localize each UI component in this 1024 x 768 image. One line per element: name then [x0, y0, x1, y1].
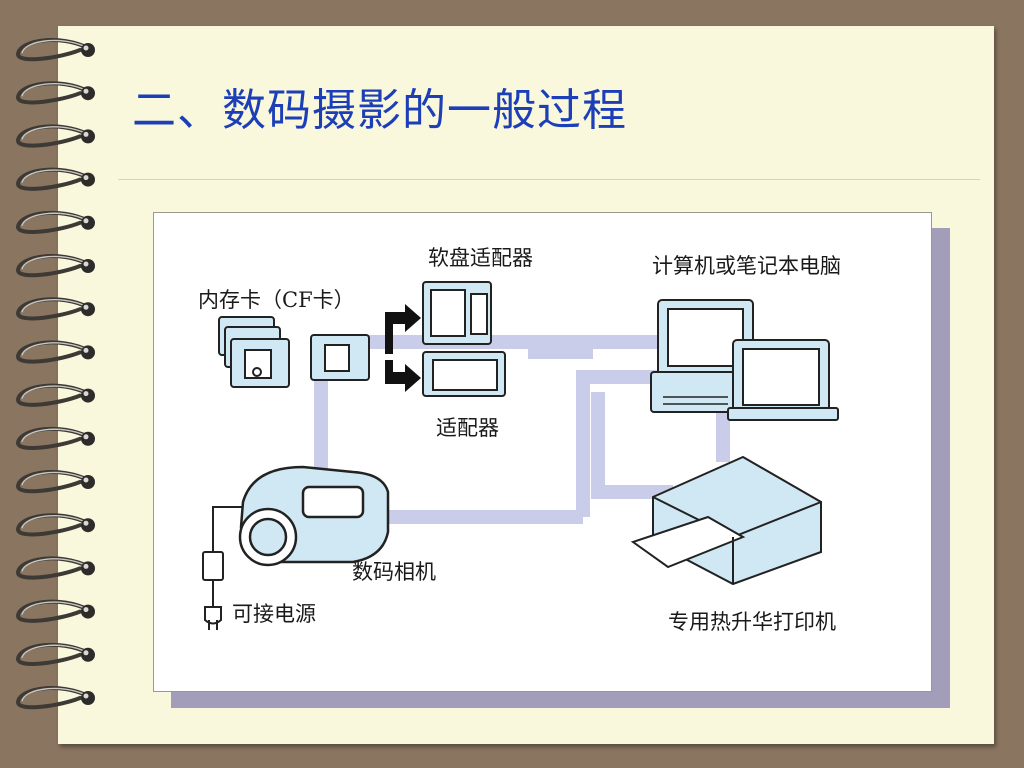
digital-camera-label: 数码相机 [352, 560, 436, 584]
binding-ring [15, 81, 95, 105]
floppy-adapter-label: 软盘适配器 [428, 246, 533, 270]
binding-ring [15, 297, 95, 321]
binding-ring [15, 599, 95, 623]
binding-ring [15, 340, 95, 364]
binding-ring [15, 210, 95, 234]
digital-camera-icon [238, 465, 390, 567]
spiral-binding [15, 38, 95, 710]
floppy-adapter-icon [422, 281, 492, 345]
binding-ring [15, 513, 95, 537]
binding-ring [15, 642, 95, 666]
power-source-label: 可接电源 [232, 602, 316, 626]
printer-label: 专用热升华打印机 [668, 610, 836, 634]
binding-ring [15, 167, 95, 191]
adapter-label: 适配器 [436, 416, 499, 440]
power-plug-icon [202, 506, 243, 630]
diagram-frame [153, 212, 932, 692]
adapter-icon [422, 351, 506, 397]
slide-title: 二、数码摄影的一般过程 [132, 85, 627, 136]
printer-icon [630, 455, 822, 586]
memory-card-label: 内存卡（CF卡） [198, 288, 355, 312]
binding-ring [15, 38, 95, 62]
title-divider [118, 179, 980, 180]
digital-photography-diagram [202, 281, 839, 630]
binding-ring [15, 254, 95, 278]
arrow-icon [373, 304, 421, 392]
binding-ring [15, 426, 95, 450]
binding-ring [15, 686, 95, 710]
computer-label: 计算机或笔记本电脑 [652, 254, 841, 278]
binding-ring [15, 124, 95, 148]
memory-card-icon [218, 316, 370, 388]
binding-ring [15, 470, 95, 494]
computer-icon [650, 299, 839, 421]
binding-ring [15, 383, 95, 407]
binding-ring [15, 556, 95, 580]
